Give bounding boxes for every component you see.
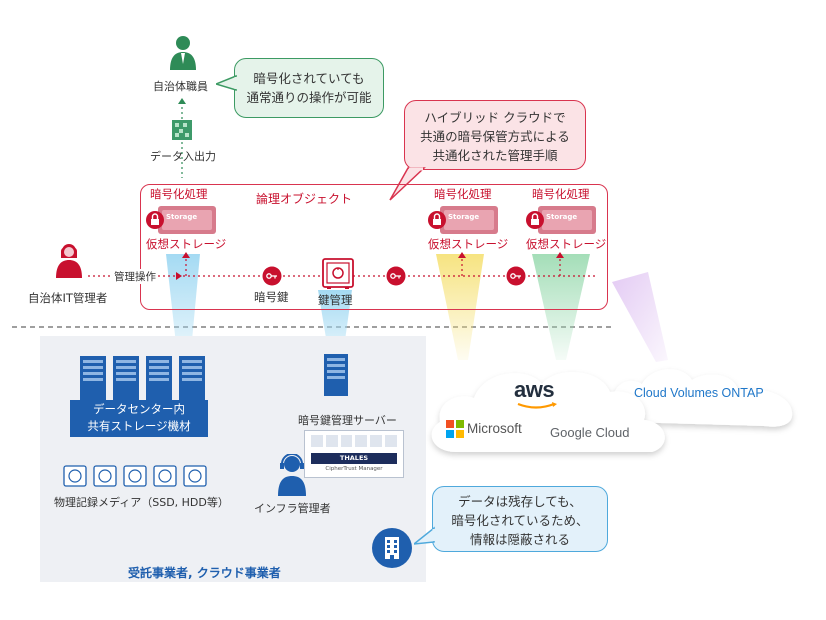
logical-object-box: [140, 184, 608, 310]
safe-icon: [322, 258, 354, 289]
logical-object-title: 論理オブジェクト: [256, 192, 353, 206]
callout-green-line-1: 暗号化されていても: [253, 71, 365, 86]
storage-2-lock-icon: [428, 206, 498, 234]
storage-2-card-text: Storage: [448, 213, 480, 221]
key-label: 暗号鍵: [254, 290, 289, 304]
media-label: 物理記録メディア（SSD, HDD等）: [54, 496, 229, 509]
data-cube-icon: [172, 120, 192, 140]
callout-blue-tail: [414, 526, 436, 545]
key-icon-3: [506, 266, 526, 286]
cloud-shapes: [431, 369, 793, 452]
aws-logo: aws: [514, 377, 555, 402]
callout-red: ハイブリッド クラウドで 共通の暗号保管方式による 共通化された管理手順: [404, 100, 586, 170]
storage-3-encrypt-label: 暗号化処理: [532, 187, 590, 201]
key-icon-2: [386, 266, 406, 286]
it-admin-label: 自治体IT管理者: [28, 291, 108, 305]
server-rack-icon: [80, 356, 205, 406]
storage-2-label: 仮想ストレージ: [428, 237, 509, 251]
storage-2-encrypt-label: 暗号化処理: [434, 187, 492, 201]
cloud-main: [431, 372, 665, 452]
microsoft-logo-icon: [446, 420, 464, 438]
beam-yellow: [436, 254, 484, 360]
key-server-label: 暗号鍵管理サーバー: [298, 414, 397, 427]
cloud-ontap: [609, 369, 793, 427]
data-io-label: データ入出力: [150, 150, 216, 163]
building-icon: [372, 528, 412, 568]
storage-1-encrypt-label: 暗号化処理: [150, 187, 208, 201]
callout-blue-line-1: データは残存しても、: [458, 494, 582, 509]
key-server-icon: [324, 354, 348, 396]
microsoft-logo-text: Microsoft: [467, 421, 522, 436]
datacenter-label-box: データセンター内 共有ストレージ機材: [70, 400, 208, 437]
callout-blue-line-2: 暗号化されているため、: [451, 513, 589, 528]
ciphertrust-appliance: THALES CipherTrust Manager: [304, 430, 404, 478]
provider-title: 受託事業者, クラウド事業者: [128, 566, 281, 580]
key-management-label: 鍵管理: [318, 293, 353, 307]
callout-green-tail: [216, 74, 238, 92]
storage-1-card-text: Storage: [166, 213, 198, 221]
datacenter-label-line-1: データセンター内: [93, 402, 185, 416]
storage-3-lock-icon: [526, 206, 596, 234]
municipal-staff-label: 自治体職員: [153, 80, 208, 93]
it-admin-icon: [56, 244, 82, 278]
storage-3-card: Storage: [526, 204, 598, 240]
storage-2-card: Storage: [428, 204, 500, 240]
appliance-brand: THALES: [311, 453, 397, 464]
disk-media-icons: [63, 465, 207, 487]
callout-green: 暗号化されていても 通常通りの操作が可能: [234, 58, 384, 118]
storage-3-label: 仮想ストレージ: [526, 237, 607, 251]
datacenter-label-line-2: 共有ストレージ機材: [87, 419, 191, 433]
storage-1-label: 仮想ストレージ: [146, 237, 227, 251]
storage-1-card: Storage: [146, 204, 218, 240]
callout-red-line-1: ハイブリッド クラウドで: [424, 110, 566, 125]
storage-3-card-text: Storage: [546, 213, 578, 221]
callout-blue: データは残存しても、 暗号化されているため、 情報は隠蔽される: [432, 486, 608, 552]
callout-red-line-2: 共通の暗号保管方式による: [420, 129, 570, 144]
callout-green-line-2: 通常通りの操作が可能: [246, 90, 372, 105]
appliance-dashboard-icons: [311, 435, 397, 449]
beam-green: [532, 254, 590, 360]
storage-1-lock-icon: [146, 206, 216, 234]
key-icon-1: [262, 266, 282, 286]
beam-purple: [612, 272, 668, 362]
callout-red-line-3: 共通化された管理手順: [432, 148, 558, 163]
infra-admin-label: インフラ管理者: [254, 502, 331, 515]
callout-blue-line-3: 情報は隠蔽される: [469, 532, 570, 547]
municipal-staff-icon: [170, 36, 196, 70]
cloud-volumes-ontap-logo: Cloud Volumes ONTAP: [634, 386, 764, 400]
infra-admin-icon: [278, 454, 306, 496]
beam-left: [166, 254, 200, 362]
aws-smile-icon: [517, 402, 557, 409]
appliance-caption: CipherTrust Manager: [325, 466, 383, 472]
management-operation-label: 管理操作: [112, 269, 158, 284]
google-cloud-logo: Google Cloud: [550, 425, 630, 440]
